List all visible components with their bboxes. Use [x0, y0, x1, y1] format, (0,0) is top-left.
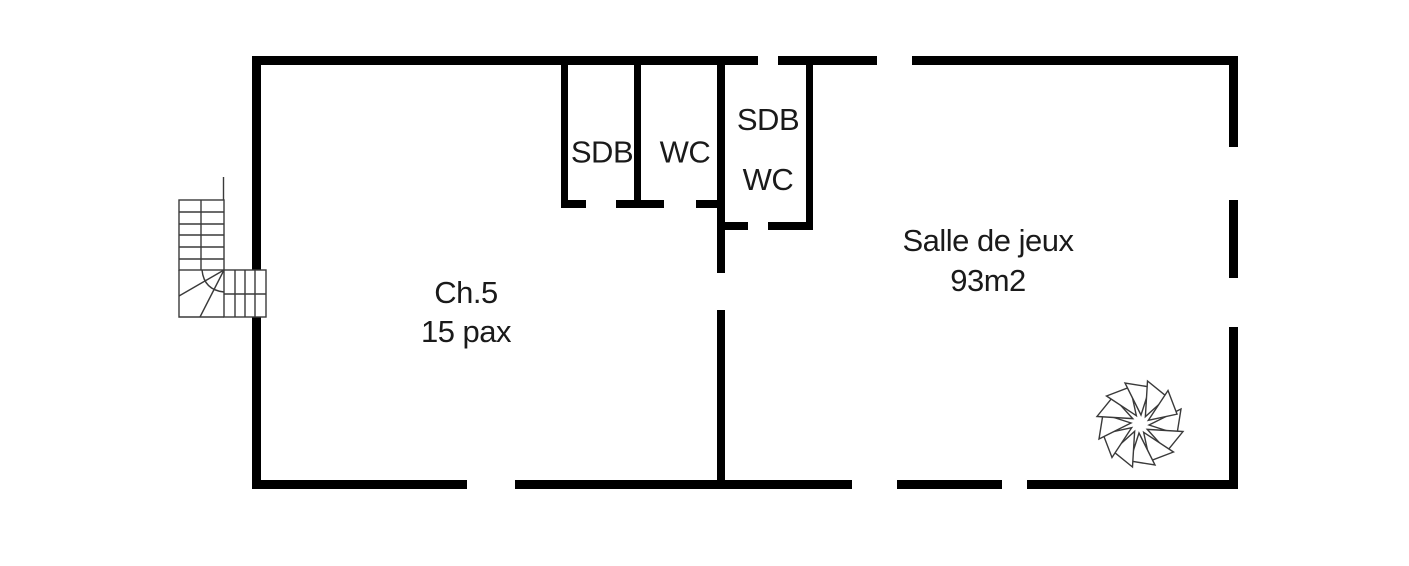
- room-label-wc-1: WC: [659, 134, 711, 170]
- room-label-bedroom: Ch.5 15 pax: [420, 273, 512, 351]
- exterior-walls: [252, 56, 1238, 489]
- interior-walls: [561, 56, 813, 488]
- room-label-sdb-1: SDB: [570, 134, 634, 170]
- room-label-playroom: Salle de jeux 93m2: [902, 221, 1074, 301]
- bedroom-capacity: 15 pax: [420, 314, 512, 349]
- room-label-sdb-wc-2: SDB WC: [736, 90, 800, 210]
- l-shaped-staircase-icon: [178, 177, 267, 318]
- spiral-staircase-icon: [1095, 379, 1185, 469]
- playroom-name: Salle de jeux: [902, 223, 1074, 258]
- room-label-wc-2: WC: [742, 162, 794, 197]
- room-label-sdb-2: SDB: [736, 102, 800, 137]
- playroom-area: 93m2: [950, 263, 1026, 298]
- bedroom-name: Ch.5: [434, 275, 498, 310]
